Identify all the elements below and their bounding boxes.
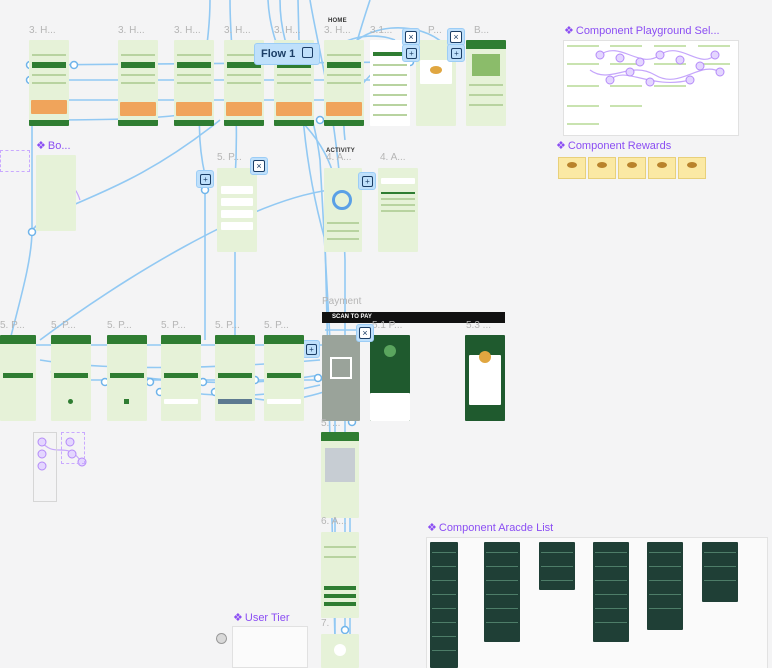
section-label-home: HOME	[328, 18, 347, 24]
section-label-activity: ACTIVITY	[326, 148, 355, 154]
pay-amount-screen[interactable]	[161, 335, 201, 421]
frame-label-5-p[interactable]: 5. P...	[217, 152, 242, 163]
add-screen-icon[interactable]: +	[447, 44, 465, 62]
frame-label-5-p[interactable]: 5. P...	[215, 320, 240, 331]
component-set-title[interactable]: ❖Component Playground Sel...	[564, 25, 720, 37]
frame-label-4-a[interactable]: 4. A...	[326, 152, 352, 163]
frame-label-5-3[interactable]: 5.3 ...	[466, 320, 492, 331]
component-set-title[interactable]: ❖User Tier	[233, 612, 290, 624]
frame-label-b[interactable]: B...	[474, 25, 490, 36]
frame-label-home-6[interactable]: 3. H...	[324, 25, 351, 36]
close-icon[interactable]: ×	[250, 157, 268, 175]
activity-screen[interactable]	[324, 168, 362, 252]
payment-success-screen[interactable]	[465, 335, 505, 421]
diamond-component-icon: ❖	[556, 140, 566, 152]
frame-label-home-2[interactable]: 3. H...	[118, 25, 145, 36]
flow-starting-point-chip[interactable]: Flow 1	[254, 43, 321, 65]
pay-amount-screen[interactable]	[0, 335, 36, 421]
frame-label-5-p[interactable]: 5. P...	[161, 320, 186, 331]
home-screen-frame[interactable]	[29, 40, 69, 126]
add-screen-icon[interactable]: +	[402, 44, 420, 62]
payment-confirm-screen[interactable]	[370, 335, 410, 421]
scan-camera-screen[interactable]	[322, 335, 360, 421]
diamond-component-icon: ❖	[233, 612, 243, 624]
component-set-title[interactable]: ❖Component Aracde List	[427, 522, 554, 534]
home-screen-frame[interactable]	[118, 40, 158, 126]
arcade-card-column[interactable]	[539, 542, 575, 590]
frame-label-5-p[interactable]: 5. P...	[107, 320, 132, 331]
section-label-payment: Payment	[322, 296, 362, 307]
diamond-component-icon: ❖	[564, 25, 574, 37]
close-icon[interactable]: ×	[447, 28, 465, 46]
pay-amount-screen[interactable]	[107, 335, 147, 421]
frame-label-7[interactable]: 7.	[321, 618, 330, 629]
add-screen-icon[interactable]: +	[358, 172, 376, 190]
variant-frame[interactable]	[0, 150, 30, 172]
frame-label-p[interactable]: P...	[428, 25, 442, 36]
close-icon[interactable]: ×	[402, 28, 420, 46]
reward-card[interactable]	[648, 157, 676, 179]
playground-screen-frame[interactable]	[466, 40, 506, 126]
frame-label-5[interactable]: 5. ...	[321, 418, 341, 429]
avatar	[216, 633, 227, 644]
frame-label-5-p[interactable]: 5. P...	[0, 320, 25, 331]
arcade-card-column[interactable]	[702, 542, 738, 602]
pay-amount-screen[interactable]	[264, 335, 304, 421]
frame-label-5-p[interactable]: 5. P...	[51, 320, 76, 331]
diamond-component-icon: ❖	[427, 522, 437, 534]
bottom-nav-component[interactable]	[36, 155, 76, 231]
user-tier-component-set[interactable]	[232, 626, 308, 668]
scan-to-pay-header[interactable]: SCAN TO PAY	[322, 312, 505, 323]
home-screen-frame[interactable]	[324, 40, 364, 126]
profile-screen[interactable]	[321, 634, 359, 668]
component-set-title[interactable]: ❖Component Rewards	[556, 140, 672, 152]
component-set-title[interactable]: ❖Bo...	[36, 140, 71, 152]
frame-label-3-1[interactable]: 3.1...	[370, 25, 393, 36]
present-icon	[302, 47, 314, 58]
frame-label-home-5[interactable]: 3. H...	[274, 25, 301, 36]
frame-label-home-4[interactable]: 3. H...	[224, 25, 251, 36]
reward-card[interactable]	[618, 157, 646, 179]
payment-method-screen[interactable]	[217, 168, 257, 252]
arcade-card-column[interactable]	[484, 542, 520, 642]
flow-label: Flow 1	[261, 48, 296, 60]
home-screen-frame[interactable]	[174, 40, 214, 126]
add-screen-icon[interactable]: +	[302, 340, 320, 358]
close-icon[interactable]: ×	[356, 324, 374, 342]
variant-frame[interactable]	[61, 432, 85, 464]
activity-detail-screen[interactable]	[378, 168, 418, 252]
reward-card[interactable]	[588, 157, 616, 179]
diamond-component-icon: ❖	[36, 140, 46, 152]
frame-label-5-1-p[interactable]: 5.1 P...	[372, 320, 403, 331]
arcade-card-column[interactable]	[430, 542, 458, 668]
pay-amount-screen[interactable]	[215, 335, 255, 421]
variant-frame[interactable]	[33, 432, 57, 502]
arcade-card-column[interactable]	[593, 542, 629, 642]
pay-amount-screen[interactable]	[51, 335, 91, 421]
arcade-card-column[interactable]	[647, 542, 683, 630]
frame-label-home-1[interactable]: 3. H...	[29, 25, 56, 36]
reward-card[interactable]	[558, 157, 586, 179]
home-screen-frame[interactable]	[224, 40, 264, 126]
scan-result-screen[interactable]	[321, 432, 359, 518]
reward-card[interactable]	[678, 157, 706, 179]
playground-component-set[interactable]	[563, 40, 739, 136]
frame-label-5-p[interactable]: 5. P...	[264, 320, 289, 331]
activity-list-screen[interactable]	[321, 532, 359, 618]
frame-label-home-3[interactable]: 3. H...	[174, 25, 201, 36]
frame-label-6-a[interactable]: 6. A...	[321, 516, 347, 527]
frame-label-4-a[interactable]: 4. A...	[380, 152, 406, 163]
scan-to-pay-label: SCAN TO PAY	[332, 314, 372, 320]
add-screen-icon[interactable]: +	[196, 170, 214, 188]
